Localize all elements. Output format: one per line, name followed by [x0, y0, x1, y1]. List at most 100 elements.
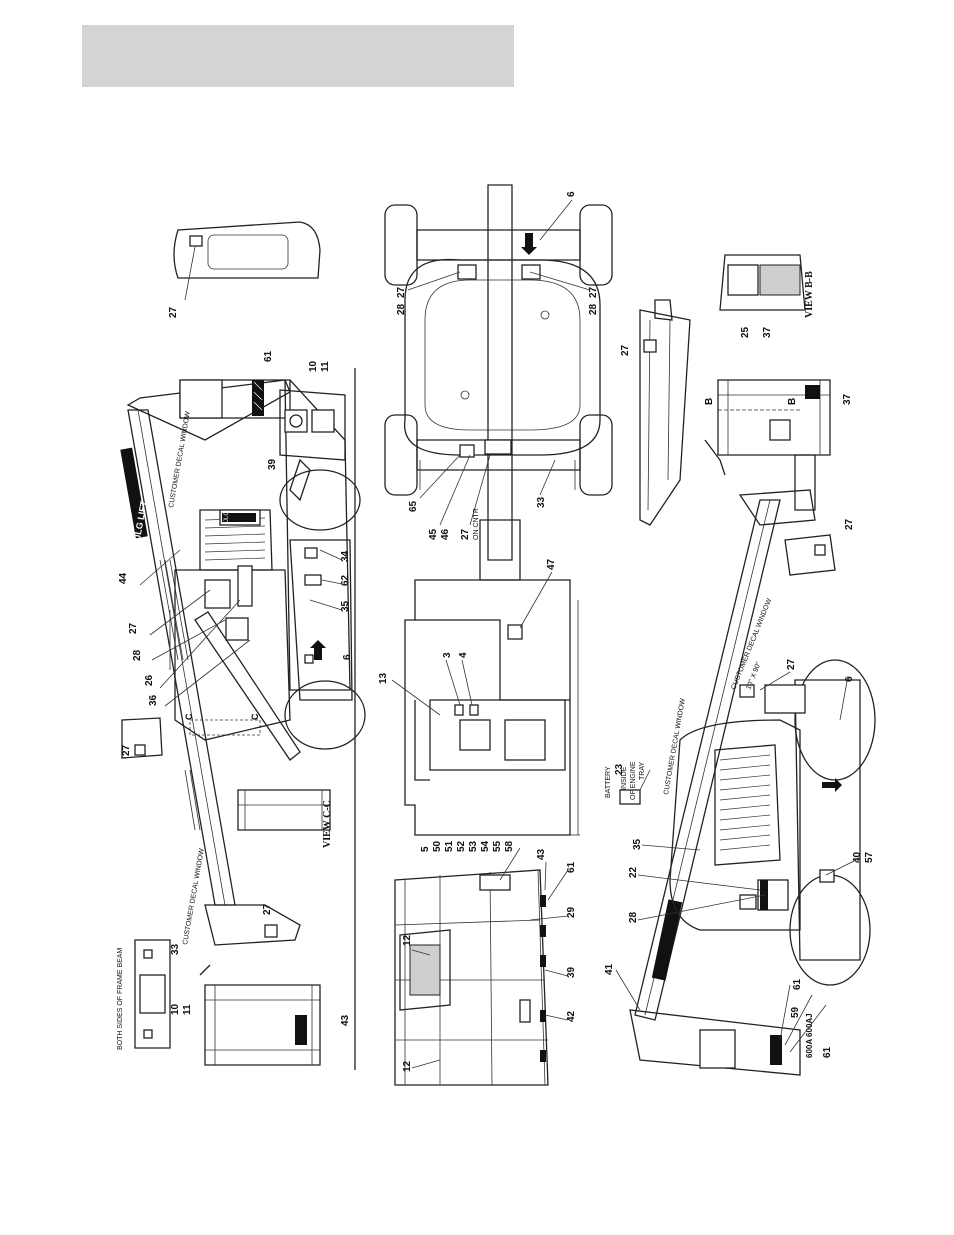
platform-side-detail	[704, 379, 831, 511]
label: OF ENGINE	[630, 761, 637, 800]
callout: 10	[308, 360, 319, 372]
machine-side-view-left: JLG LIFT JLG LIFT	[120, 379, 366, 946]
callout: 45	[428, 528, 439, 540]
callout: 42	[566, 1010, 577, 1022]
callout: 52	[456, 840, 467, 852]
callout: 5	[420, 846, 431, 852]
label: TRAY	[639, 762, 646, 780]
callout: 28	[396, 303, 407, 315]
window-detail-left	[121, 717, 163, 759]
callout: 37	[762, 326, 773, 338]
callout: 43	[536, 848, 547, 860]
callout: C	[184, 713, 194, 720]
engine-tray-view	[404, 579, 580, 836]
front-wheel	[279, 458, 361, 531]
callout: 27	[128, 622, 139, 634]
platform-stripes	[540, 895, 546, 1062]
callout: 22	[628, 866, 639, 878]
callout: 35	[340, 600, 351, 612]
callout: 11	[320, 361, 331, 372]
callout: 25	[740, 326, 751, 338]
callout: 39	[267, 458, 278, 470]
label: INSIDE	[621, 766, 628, 790]
jlg-logo-small: JLG LIFT	[224, 497, 230, 522]
callout: 27	[588, 286, 599, 298]
callout: 3	[442, 652, 453, 658]
view-cc-label: VIEW C-C	[322, 800, 333, 848]
callout: 28	[588, 303, 599, 315]
callout: B	[787, 398, 798, 405]
callout: 47	[546, 558, 557, 570]
battery-label: BATTERY	[605, 766, 612, 798]
machine-side-view-right: JLG LIFT	[619, 489, 876, 1076]
callout: 53	[468, 840, 479, 852]
callout: 61	[263, 350, 274, 362]
boom-segments	[159, 559, 201, 831]
model-codes-label: 600A 600AJ	[805, 1013, 814, 1058]
callout: 37	[842, 393, 853, 405]
callout: 27	[121, 744, 132, 756]
callout: 46	[440, 528, 451, 540]
rear-wheel	[284, 640, 366, 750]
callout: 4	[458, 652, 469, 658]
callout: 50	[432, 840, 443, 852]
callout: 58	[504, 840, 515, 852]
callout: 6	[566, 191, 577, 197]
callout: 33	[536, 496, 547, 508]
hood-detail	[173, 221, 321, 279]
header-bar	[82, 25, 514, 87]
machine-top-view	[384, 184, 613, 581]
callout: 10	[170, 1003, 181, 1015]
callout: 61	[566, 861, 577, 873]
callout: C	[250, 713, 260, 720]
callout: 39	[566, 966, 577, 978]
callout: 27	[168, 306, 179, 318]
callout: 62	[340, 574, 351, 586]
callout: 27	[262, 903, 273, 915]
plate-detail-right	[784, 534, 836, 576]
both-sides-label: BOTH SIDES OF FRAME BEAM	[117, 948, 124, 1050]
callout: 33	[170, 943, 181, 955]
callout: 57	[864, 851, 875, 863]
callout: 44	[118, 572, 129, 584]
callout: 13	[378, 672, 389, 684]
callout: 6	[844, 676, 855, 682]
callout: 27	[396, 286, 407, 298]
callout: 59	[790, 1006, 801, 1018]
ground-control-detail	[279, 389, 346, 461]
callout: 28	[132, 649, 143, 661]
callout: 28	[628, 911, 639, 923]
callout: 51	[444, 840, 455, 852]
callout: 36	[148, 694, 159, 706]
callout: 11	[182, 1004, 193, 1015]
callout: 35	[632, 838, 643, 850]
label: CUSTOMER DECAL WINDOW	[663, 698, 687, 796]
jlg-logo-boom-upper	[120, 447, 148, 539]
platform-end-view	[199, 964, 321, 1066]
callout: 27	[844, 518, 855, 530]
callout: B	[704, 398, 715, 405]
callout: 61	[792, 978, 803, 990]
view-bb-detail	[719, 254, 806, 311]
callout: 43	[340, 1014, 351, 1026]
callout: 27	[620, 344, 631, 356]
callout: 41	[604, 963, 615, 975]
callout: 65	[408, 500, 419, 512]
callout: 34	[340, 550, 351, 562]
callout: 61	[822, 1046, 833, 1058]
view-bb-label: VIEW B-B	[804, 271, 815, 318]
engine-hatch	[714, 744, 781, 866]
frame-beam-detail	[134, 939, 171, 1049]
callout: 23	[614, 763, 625, 775]
label: CUSTOMER DECAL WINDOW	[182, 848, 206, 946]
callout: 12	[402, 1060, 413, 1072]
view-cc	[237, 789, 331, 831]
on-center-label: ON CNTR	[473, 508, 480, 540]
callout: 27	[786, 658, 797, 670]
platform-basket	[394, 869, 549, 1086]
boom-arm-detail	[639, 299, 691, 526]
callout: 55	[492, 840, 503, 852]
callout: 27	[460, 528, 471, 540]
callout: 40	[852, 851, 863, 863]
